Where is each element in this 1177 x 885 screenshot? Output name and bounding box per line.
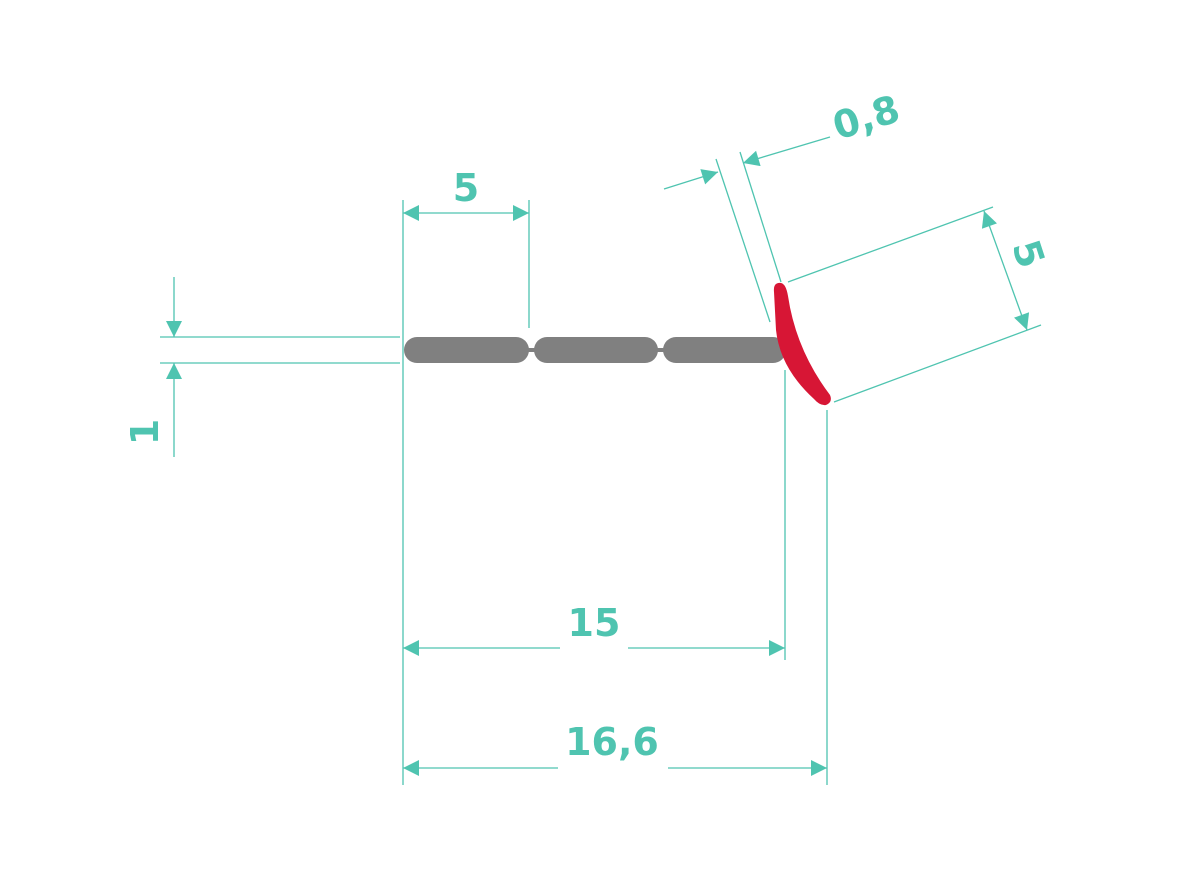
dim-label-lip-thickness: 0,8: [828, 87, 905, 149]
dim-thickness: 1: [123, 277, 400, 457]
dim-label-lip-length: 5: [1003, 235, 1053, 274]
seal-lip: [773, 282, 831, 406]
dim-segment-width: 5: [403, 166, 529, 221]
dim-lip-length: 5: [787, 206, 1053, 403]
dim-label-inner: 15: [568, 601, 621, 645]
strip-segment: [663, 337, 786, 363]
dim-label-total: 16,6: [565, 720, 659, 764]
dim-total-width: 16,6: [403, 720, 827, 776]
strip-segment: [404, 337, 529, 363]
dim-label-segment: 5: [453, 166, 479, 210]
strip-segment: [534, 337, 658, 363]
dim-label-thickness: 1: [123, 419, 167, 445]
profile-strip: [404, 337, 786, 363]
dim-inner-width: 15: [403, 601, 785, 656]
